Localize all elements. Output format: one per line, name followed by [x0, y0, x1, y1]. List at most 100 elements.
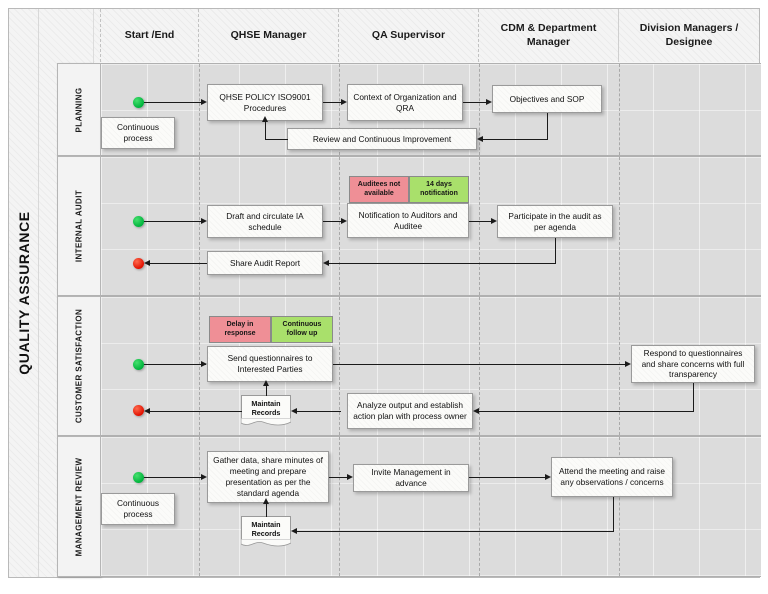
lane-label-planning: PLANNING: [57, 63, 101, 156]
lane-separator-3: [479, 297, 480, 435]
lane-label-customer-satisfaction-text: CUSTOMER SATISFACTION: [74, 308, 84, 424]
process-draft-circulate-ia-schedule[interactable]: Draft and circulate IA schedule: [207, 205, 323, 238]
arrowhead: [341, 217, 347, 224]
process-attend-meeting-label: Attend the meeting and raise any observa…: [558, 466, 666, 487]
process-respond-to-questionnaires-label: Respond to questionnaires and share conc…: [641, 347, 745, 380]
document-maintain-records[interactable]: Maintain Records: [241, 516, 291, 548]
document-maintain-records-label: Maintain Records: [251, 398, 281, 417]
connector: [150, 411, 242, 412]
lane-separator-2: [339, 297, 340, 435]
lane-separator-1: [199, 297, 200, 435]
lane-label-customer-satisfaction: CUSTOMER SATISFACTION: [57, 296, 101, 436]
note-continuous-process-planning[interactable]: Continuous process: [101, 117, 175, 149]
process-share-audit-report-label: Share Audit Report: [229, 257, 301, 268]
arrowhead: [262, 380, 269, 386]
connector: [469, 477, 545, 478]
arrowhead: [144, 259, 150, 266]
connector: [479, 411, 694, 412]
arrowhead: [491, 217, 497, 224]
arrowhead: [545, 473, 551, 480]
process-participate-in-audit[interactable]: Participate in the audit as per agenda: [497, 205, 613, 238]
arrowhead: [486, 98, 492, 105]
annotation-chip-mitigation-label: Continuous follow up: [282, 320, 322, 337]
connector: [547, 113, 548, 139]
process-review-continuous-improvement[interactable]: Review and Continuous Improvement: [287, 128, 477, 150]
header-gutter: [94, 9, 101, 62]
process-qhse-policy[interactable]: QHSE POLICY ISO9001 Procedures: [207, 84, 323, 121]
header-col-qa-supervisor-label: QA Supervisor: [371, 28, 446, 41]
header-col-qhse-manager: QHSE Manager: [199, 9, 339, 62]
arrowhead: [201, 98, 207, 105]
connector: [323, 102, 341, 103]
process-attend-meeting[interactable]: Attend the meeting and raise any observa…: [551, 457, 673, 497]
process-notification-to-auditors-label: Notification to Auditors and Auditee: [358, 209, 458, 231]
lane-separator-3: [479, 64, 480, 155]
annotation-chip-14-days-notification: 14 days notification: [409, 176, 469, 203]
arrowhead: [261, 116, 268, 122]
lane-separator-4: [619, 157, 620, 295]
arrowhead: [262, 498, 269, 504]
process-participate-in-audit-label: Participate in the audit as per agenda: [508, 210, 602, 232]
process-qhse-policy-label: QHSE POLICY ISO9001 Procedures: [219, 91, 311, 113]
note-continuous-process-management-review[interactable]: Continuous process: [101, 493, 175, 525]
connector: [555, 238, 556, 263]
arrowhead: [291, 527, 297, 534]
start-terminator-internal-audit: [133, 216, 144, 227]
process-notification-to-auditors[interactable]: Notification to Auditors and Auditee: [347, 203, 469, 238]
process-analyze-output[interactable]: Analyze output and establish action plan…: [347, 393, 473, 429]
process-invite-management[interactable]: Invite Management in advance: [353, 464, 469, 492]
lane-label-management-review-text: MANAGEMENT REVIEW: [74, 457, 84, 556]
process-objectives-and-sop[interactable]: Objectives and SOP: [492, 85, 602, 113]
arrowhead: [477, 135, 483, 142]
connector: [297, 531, 614, 532]
pool-title-column: QUALITY ASSURANCE: [9, 9, 39, 577]
lane-management-review: Gather data, share minutes of meeting an…: [101, 436, 761, 577]
process-respond-to-questionnaires[interactable]: Respond to questionnaires and share conc…: [631, 345, 755, 383]
document-wave-icon: [241, 418, 291, 426]
header-col-division-managers-label: Division Managers / Designee: [639, 22, 739, 48]
arrowhead: [323, 259, 329, 266]
arrowhead: [341, 98, 347, 105]
process-context-of-organization-label: Context of Organization and QRA: [353, 91, 457, 113]
lane-label-internal-audit-text: INTERNAL AUDIT: [74, 189, 84, 263]
lane-planning: QHSE POLICY ISO9001 Procedures Context o…: [101, 63, 761, 156]
lane-separator-1: [199, 437, 200, 576]
header-col-division-managers: Division Managers / Designee: [619, 9, 759, 62]
document-maintain-records-label: Maintain Records: [251, 519, 281, 538]
lane-label-planning-text: PLANNING: [74, 87, 84, 132]
connector: [144, 102, 201, 103]
diagram-frame: Start /End QHSE Manager QA Supervisor CD…: [8, 8, 761, 578]
lane-label-management-review: MANAGEMENT REVIEW: [57, 436, 101, 577]
connector: [329, 477, 347, 478]
connector: [150, 263, 207, 264]
connector: [265, 122, 266, 140]
arrowhead: [144, 407, 150, 414]
process-context-of-organization[interactable]: Context of Organization and QRA: [347, 84, 463, 121]
connector: [693, 383, 694, 411]
connector: [266, 503, 267, 517]
header-col-qhse-manager-label: QHSE Manager: [230, 28, 307, 41]
note-continuous-process-management-review-label: Continuous process: [117, 498, 159, 519]
annotation-chip-risk-label: Auditees not available: [357, 180, 401, 197]
connector: [463, 102, 486, 103]
lane-separator-2: [339, 437, 340, 576]
process-send-questionnaires[interactable]: Send questionnaires to Interested Partie…: [207, 346, 333, 382]
header-col-qa-supervisor: QA Supervisor: [339, 9, 479, 62]
process-analyze-output-label: Analyze output and establish action plan…: [353, 400, 467, 421]
lane-separator-2: [339, 64, 340, 155]
process-objectives-and-sop-label: Objectives and SOP: [509, 93, 585, 104]
connector: [144, 221, 201, 222]
annotation-chip-mitigation-label: 14 days notification: [420, 180, 458, 197]
process-gather-data[interactable]: Gather data, share minutes of meeting an…: [207, 451, 329, 503]
connector: [265, 139, 288, 140]
document-maintain-records[interactable]: Maintain Records: [241, 395, 291, 427]
lane-separator-1: [199, 64, 200, 155]
arrowhead: [625, 360, 631, 367]
lane-separator-3: [479, 437, 480, 576]
note-continuous-process-planning-label: Continuous process: [117, 122, 159, 143]
lane-separator-4: [619, 437, 620, 576]
process-share-audit-report[interactable]: Share Audit Report: [207, 251, 323, 275]
pool-title: QUALITY ASSURANCE: [16, 211, 32, 375]
process-review-continuous-improvement-label: Review and Continuous Improvement: [312, 133, 452, 144]
annotation-chip-risk-label: Delay in response: [224, 320, 256, 337]
